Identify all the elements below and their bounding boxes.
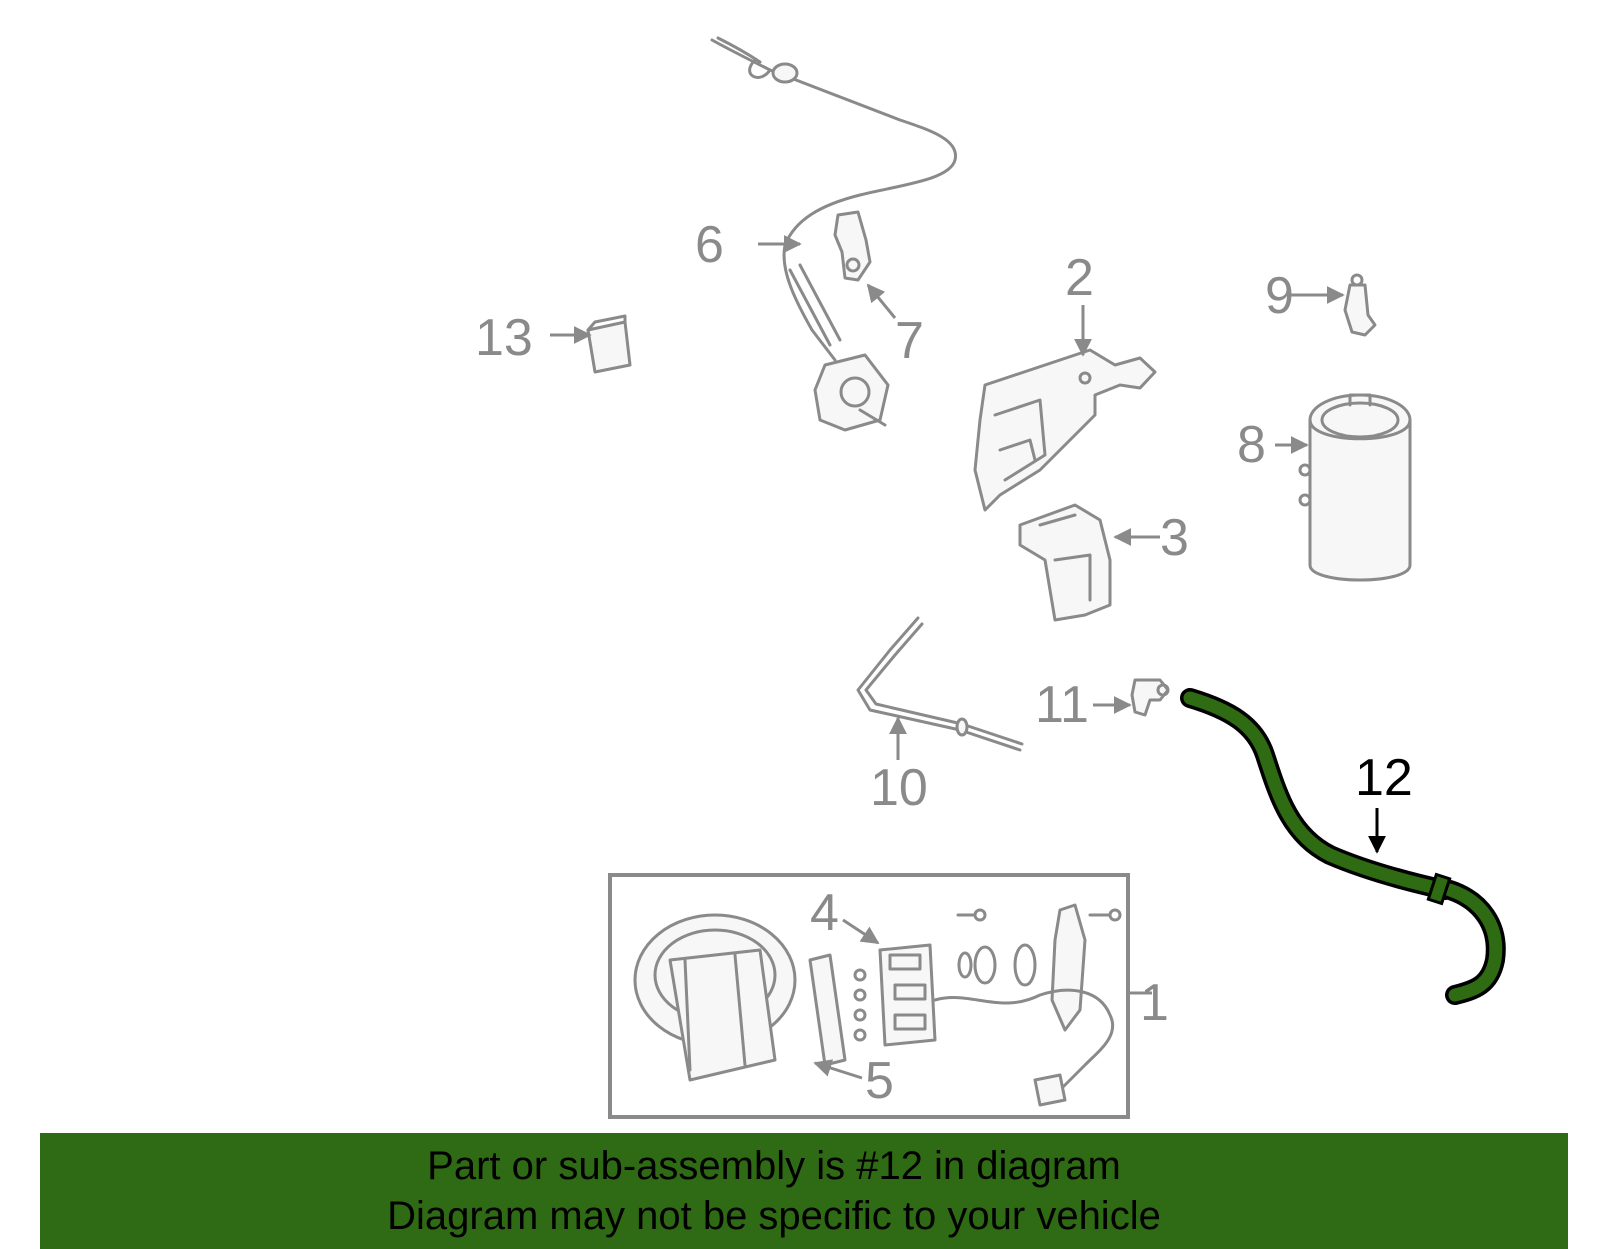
part-1-assembly-box[interactable] [608,873,1130,1119]
part-6-cable[interactable] [710,36,957,432]
part-2-bracket[interactable] [973,348,1157,512]
banner-line-part: Part or sub-assembly is #12 in diagram [427,1144,1121,1188]
callout-1: 1 [1140,974,1169,1032]
callout-9: 9 [1265,267,1294,325]
part-11-connector[interactable] [1130,678,1170,717]
callout-8: 8 [1237,416,1266,474]
part-7-bracket[interactable] [833,210,872,282]
leader-lines [550,235,1386,1080]
part-3-bracket[interactable] [1018,503,1112,622]
callout-6: 6 [695,216,724,274]
part-12-hose[interactable] [1180,688,1506,1005]
callout-3: 3 [1160,509,1189,567]
part-10-tube[interactable] [856,616,1024,752]
callout-5: 5 [865,1052,894,1110]
callout-2: 2 [1065,249,1094,307]
callout-12: 12 [1355,749,1413,807]
part-8-canister[interactable] [1298,393,1412,582]
part-13-cap[interactable] [586,314,632,374]
callout-11: 11 [1035,676,1089,734]
part-9-valve[interactable] [1343,273,1377,337]
callout-13: 13 [475,309,533,367]
callout-7: 7 [895,312,924,370]
banner-line-disclaimer: Diagram may not be specific to your vehi… [387,1194,1161,1238]
callout-4: 4 [810,884,839,942]
info-banner: Part or sub-assembly is #12 in diagram D… [40,1133,1568,1249]
callout-10: 10 [870,759,928,817]
